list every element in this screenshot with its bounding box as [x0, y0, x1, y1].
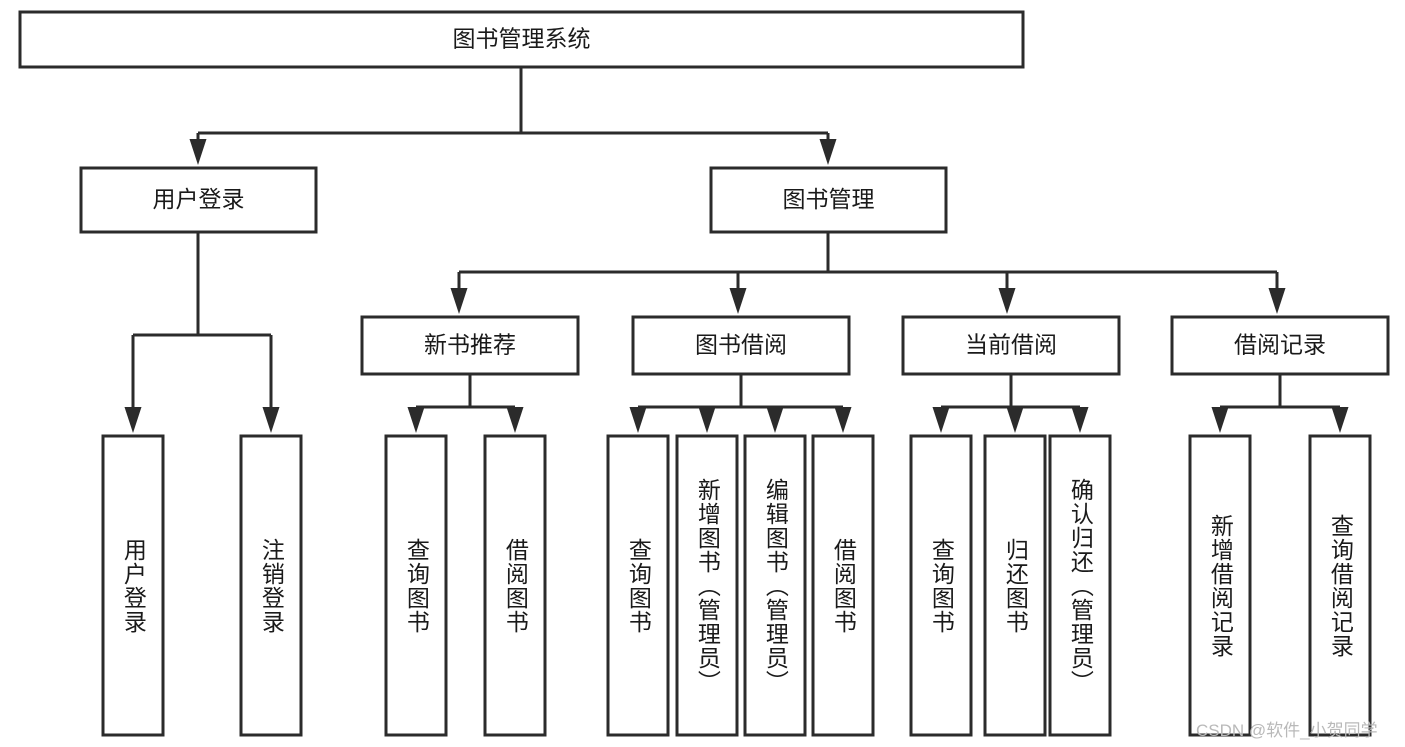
conn-record-bus	[1211, 374, 1349, 433]
node-box-new-book-recommend	[360, 315, 580, 376]
node-box-leaf-query-borrow-record	[1308, 434, 1372, 737]
arrow-head-icon	[1268, 288, 1286, 314]
node-box-leaf-edit-book-admin	[743, 434, 807, 737]
node-label-borrow-record: 借阅记录	[1234, 332, 1326, 358]
node-box-book-management	[709, 166, 948, 234]
node-box-leaf-query-book-current	[909, 434, 973, 737]
conn-root-bus	[189, 67, 837, 165]
node-box-user-login	[79, 166, 318, 234]
arrow-head-icon	[450, 288, 468, 314]
arrow-head-icon	[998, 288, 1016, 314]
conn-recommend-bus	[407, 374, 524, 433]
node-box-leaf-query-book-borrow	[606, 434, 670, 737]
arrow-head-icon	[932, 407, 950, 433]
connector-layer	[124, 67, 1349, 433]
node-label-book-borrow: 图书借阅	[695, 332, 787, 358]
node-box-borrow-record	[1170, 315, 1390, 376]
conn-userlogin-bus	[124, 232, 280, 433]
node-label-new-book-recommend: 新书推荐	[424, 332, 516, 358]
node-label-user-login: 用户登录	[153, 186, 245, 212]
node-box-leaf-query-book-recommend	[384, 434, 448, 737]
csdn-watermark: CSDN @软件_小贺同学	[1196, 721, 1378, 740]
arrow-head-icon	[124, 407, 142, 433]
node-box-current-borrow	[901, 315, 1121, 376]
arrow-head-icon	[834, 407, 852, 433]
node-box-layer	[18, 10, 1390, 737]
node-box-leaf-borrow-book	[811, 434, 875, 737]
node-box-leaf-user-login	[101, 434, 165, 737]
node-box-leaf-borrow-book-recommend	[483, 434, 547, 737]
node-label-book-management: 图书管理	[783, 186, 875, 212]
arrow-head-icon	[407, 407, 425, 433]
arrow-head-icon	[766, 407, 784, 433]
conn-borrow-bus	[629, 374, 852, 433]
arrow-head-icon	[698, 407, 716, 433]
arrow-head-icon	[189, 139, 207, 165]
arrow-head-icon	[819, 139, 837, 165]
arrow-head-icon	[1331, 407, 1349, 433]
node-box-leaf-add-book-admin	[675, 434, 739, 737]
arrow-head-icon	[1071, 407, 1089, 433]
conn-bookmgmt-bus	[450, 232, 1286, 314]
node-box-root	[18, 10, 1025, 69]
node-label-current-borrow: 当前借阅	[965, 332, 1057, 358]
arrow-head-icon	[262, 407, 280, 433]
node-box-leaf-add-borrow-record	[1188, 434, 1252, 737]
arrow-head-icon	[1006, 407, 1024, 433]
node-box-leaf-confirm-return-admin	[1048, 434, 1112, 737]
arrow-head-icon	[1211, 407, 1229, 433]
conn-current-bus	[932, 374, 1089, 433]
node-box-leaf-logout-login	[239, 434, 303, 737]
node-box-book-borrow	[631, 315, 851, 376]
node-box-leaf-return-book	[983, 434, 1047, 737]
arrow-head-icon	[629, 407, 647, 433]
node-label-root: 图书管理系统	[453, 26, 591, 52]
arrow-head-icon	[506, 407, 524, 433]
arrow-head-icon	[729, 288, 747, 314]
